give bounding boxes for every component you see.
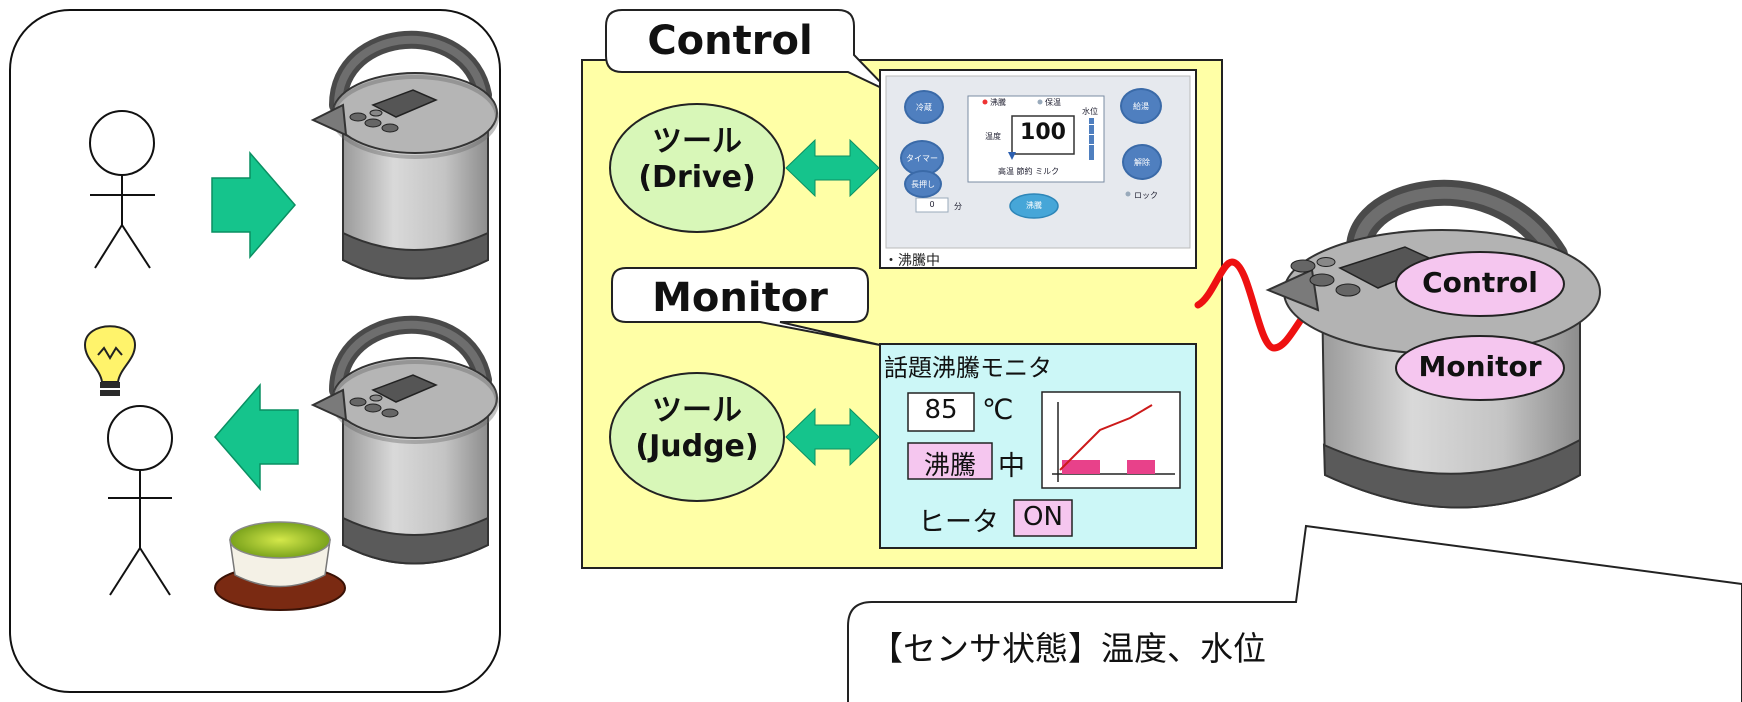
ui-status-line: ・沸騰中 (884, 253, 940, 269)
pot-control-ellipse (1395, 251, 1565, 317)
double-arrow-judge-icon (785, 407, 880, 467)
ui-water-label: 水位 (1082, 107, 1098, 116)
tool-judge-ellipse (609, 372, 785, 502)
monitor-callout-shape (611, 267, 881, 346)
tool-drive-ellipse (609, 103, 785, 233)
tool-drive-line1: ツール (652, 124, 742, 159)
mode-keep-label: 保温 (1045, 98, 1061, 107)
arrow-left-icon (214, 382, 299, 492)
ui-temp-value: 100 (1020, 120, 1066, 145)
tea-cup-icon (214, 521, 346, 611)
ui-timer-unit: 分 (954, 202, 962, 211)
sensor-state-label: 【センサ状態】温度、水位 (870, 629, 1266, 668)
ui-temp-label: 温度 (985, 132, 1001, 141)
double-arrow-drive-icon (785, 138, 880, 198)
monitor-heater-label: ヒータ (918, 507, 999, 538)
ui-timer-value[interactable]: 0 (929, 200, 935, 209)
tool-judge-line2: (Judge) (635, 429, 759, 464)
supply-button[interactable]: 給湯 (1120, 88, 1162, 124)
mode-boil-label: 沸騰 (990, 98, 1006, 107)
control-callout-shape (605, 9, 891, 93)
monitor-boil-label: 沸騰 (923, 451, 976, 481)
monitor-temp-unit: ℃ (982, 393, 1014, 426)
set-button[interactable]: 長押し (904, 170, 942, 198)
monitor-temp-value: 85 (924, 395, 958, 425)
boil-center-button[interactable]: 沸騰 (1026, 201, 1042, 210)
tool-judge-line1: ツール (652, 393, 742, 428)
cold-button[interactable]: 冷蔵 (904, 90, 944, 124)
tool-drive-label[interactable]: ツール (Drive) (610, 124, 784, 196)
tool-drive-line2: (Drive) (638, 160, 756, 195)
person-top (89, 110, 155, 269)
ui-sub-labels: 高温 節約 ミルク (998, 167, 1060, 176)
pot-monitor-label: Monitor (1418, 350, 1542, 383)
monitor-heater-value: ON (1023, 502, 1063, 532)
monitor-callout-label: Monitor (652, 275, 828, 321)
sensor-callout-shape (847, 524, 1742, 702)
tool-judge-label[interactable]: ツール (Judge) (610, 393, 784, 465)
unlock-button[interactable]: 解除 (1122, 144, 1162, 180)
person-bottom (107, 405, 173, 596)
lightbulb-icon (83, 325, 137, 396)
pot-monitor-ellipse (1395, 335, 1565, 401)
arrow-right-icon (211, 150, 296, 260)
red-cable-icon (1194, 258, 1324, 352)
ui-lock-label: ロック (1134, 191, 1158, 200)
control-callout-label: Control (647, 18, 813, 64)
pot-control-label: Control (1422, 266, 1538, 299)
monitor-boil-suffix: 中 (998, 451, 1025, 482)
monitor-title: 話題沸騰モニタ (884, 354, 1052, 382)
